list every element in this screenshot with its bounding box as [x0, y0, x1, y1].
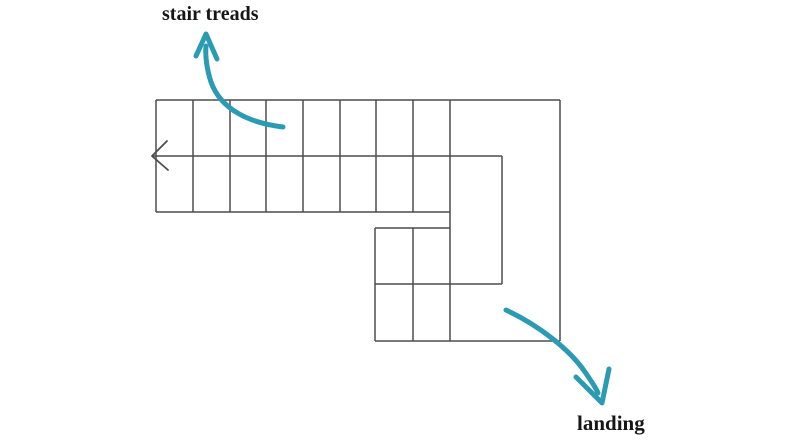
- curved-arrow-up-icon: [203, 43, 286, 130]
- stair-treads-label: stair treads: [162, 3, 259, 25]
- curved-arrow-down-head-icon: [573, 366, 612, 406]
- annotation-arrows: [193, 31, 612, 406]
- stair-plan-outline: [155, 99, 561, 342]
- curved-arrow-down-icon: [503, 307, 601, 396]
- curved-arrow-up-head-icon: [193, 31, 220, 62]
- landing-label: landing: [577, 411, 645, 435]
- walk-line-arrowhead-icon: [151, 140, 169, 171]
- walk-line-group: [151, 140, 502, 171]
- lower-flight-treads: [374, 156, 503, 341]
